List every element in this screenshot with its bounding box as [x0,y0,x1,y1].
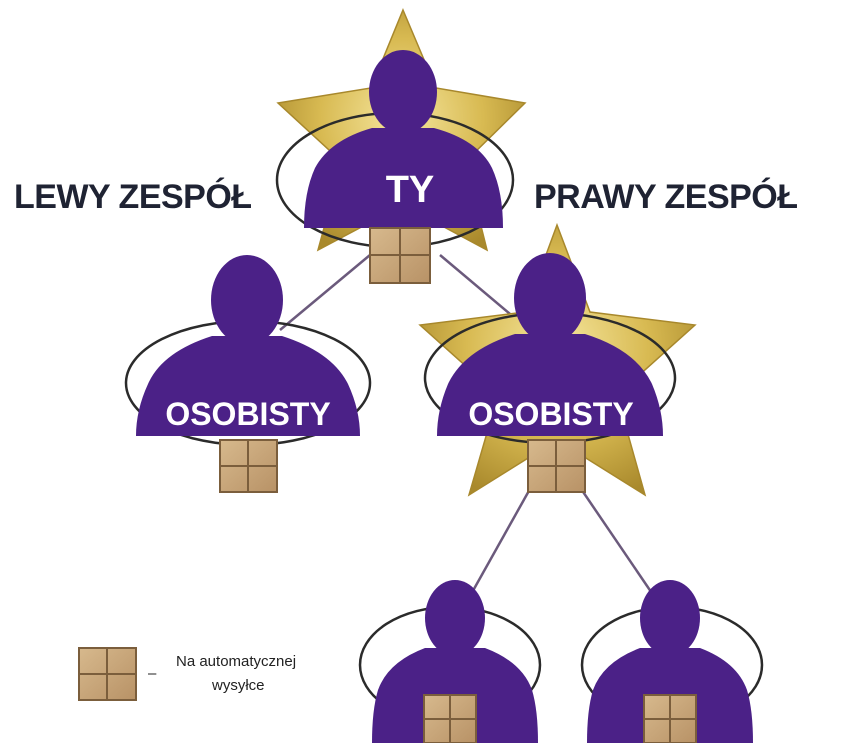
person-icon [304,50,503,228]
package-icon [423,694,477,743]
legend: – Na automatycznej wysyłce [78,647,296,701]
person-icon [437,253,663,436]
package-icon [78,647,137,701]
node-left-personal: OSOBISTY [124,255,372,493]
legend-dash: – [148,665,157,682]
node-you: TY [275,8,527,284]
node-right-personal: OSOBISTY [418,222,697,497]
connection-line [463,479,537,606]
node-label-right-personal: OSOBISTY [468,396,633,432]
package-icon [643,694,697,743]
node-bottom-left [358,580,542,743]
node-label-left-personal: OSOBISTY [165,396,330,432]
node-bottom-right [580,580,764,743]
person-icon [136,255,360,436]
package-icon [219,439,278,493]
left-team-label: LEWY ZESPÓŁ [14,178,252,216]
node-label-you: TY [386,169,435,211]
package-icon [527,439,586,493]
legend-line-2: wysyłce [211,677,265,694]
connection-line [573,479,662,606]
package-icon [369,227,431,284]
right-team-label: PRAWY ZESPÓŁ [534,178,798,216]
connection-line [279,254,371,331]
legend-line-1: Na automatycznej [176,653,296,670]
